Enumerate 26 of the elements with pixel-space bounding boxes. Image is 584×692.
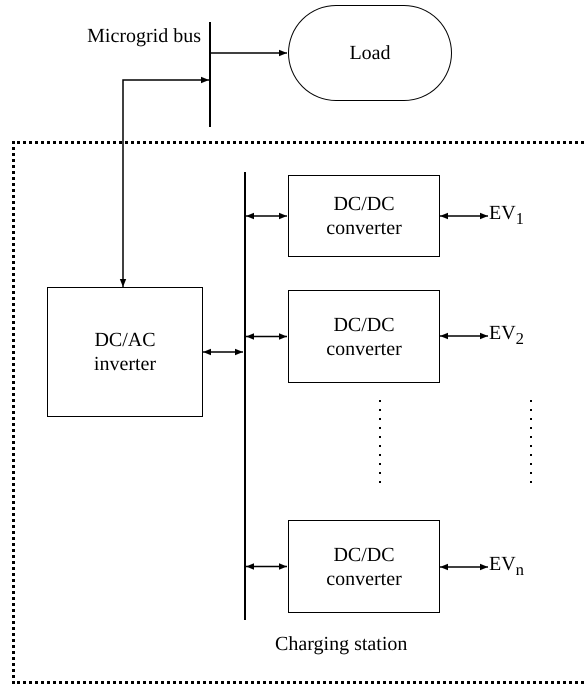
region-label: Charging station (275, 632, 408, 656)
bus-label: Microgrid bus (87, 24, 201, 48)
box-label: DC/AC inverter (92, 328, 158, 376)
converter-box (47, 287, 203, 417)
arrow (211, 50, 287, 56)
converter-box (288, 520, 440, 613)
arrow (440, 564, 488, 570)
box-label: DC/DC converter (325, 192, 403, 240)
box-label: Load (348, 41, 392, 65)
ev-label: EV$_{n}$ (489, 552, 524, 582)
arrow (440, 332, 488, 340)
ev-label: EV$_{2}$ (489, 321, 524, 351)
arrow (246, 563, 287, 570)
box-label: DC/DC converter (325, 542, 403, 590)
converter-box (288, 290, 440, 383)
box-label: DC/DC converter (325, 312, 403, 360)
ev-label: EV$_{1}$ (489, 201, 524, 231)
bus-line (244, 172, 246, 620)
converter-box (288, 175, 440, 257)
bus-line (209, 22, 211, 127)
arrow (120, 76, 209, 287)
arrow (440, 212, 488, 220)
arrow (203, 348, 243, 356)
dotted-region (12, 141, 584, 684)
arrow (246, 333, 287, 340)
arrow (246, 212, 287, 220)
